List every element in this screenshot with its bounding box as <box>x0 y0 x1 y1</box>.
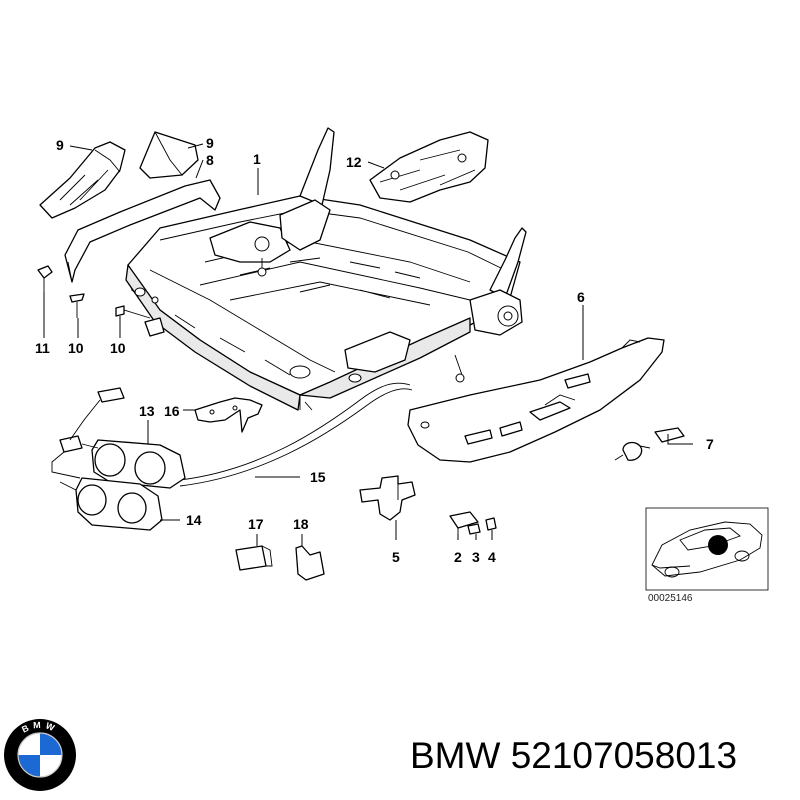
callout-16: 15 <box>310 469 326 485</box>
fastener-part-12 <box>37 265 53 292</box>
callout-15: 14 <box>186 512 202 528</box>
connector-part-2 <box>449 511 479 534</box>
side-trim-part-6 <box>407 337 665 463</box>
callout-9a: 9 <box>56 137 64 153</box>
callout-4: 4 <box>488 549 496 565</box>
bmw-logo: BMW <box>4 719 76 791</box>
logo-blue-quadrant-top-right <box>40 733 62 755</box>
switch-part-7 <box>614 427 685 461</box>
cover-part-13 <box>369 131 489 203</box>
callout-8: 8 <box>206 152 214 168</box>
seat-location-dot <box>708 535 728 555</box>
callout-11: 10 <box>68 340 84 356</box>
bolt-part-10 <box>115 305 165 337</box>
bowden-cables-part-16 <box>179 382 413 487</box>
inset-frame <box>645 507 769 591</box>
callout-2: 2 <box>454 549 462 565</box>
fastener-part-11 <box>69 293 85 318</box>
seat-frame-part-1 <box>125 127 527 411</box>
cap-part-18 <box>235 545 273 571</box>
callout-9b: 9 <box>206 135 214 151</box>
clip-part-3 <box>467 523 481 535</box>
bracket-part-17 <box>194 397 263 433</box>
clip-part-19 <box>295 545 325 581</box>
trim-part-8 <box>64 179 221 283</box>
callout-14: 13 <box>139 403 155 419</box>
callout-13: 12 <box>346 154 362 170</box>
cover-part-9-left <box>39 141 126 219</box>
callout-5: 5 <box>392 549 400 565</box>
clip-part-4 <box>485 517 497 531</box>
callout-labels: 9 9 8 1 12 6 7 11 10 10 13 16 15 14 5 2 … <box>35 135 714 565</box>
callout-6: 6 <box>577 289 585 305</box>
callout-1: 1 <box>253 151 261 167</box>
callout-3: 3 <box>472 549 480 565</box>
callout-17: 16 <box>164 403 180 419</box>
cover-part-9-right <box>139 131 199 179</box>
callout-12: 11 <box>35 340 50 356</box>
inset-reference-code: 00025146 <box>648 593 693 604</box>
motor-part-14 <box>51 387 186 489</box>
car-outline <box>651 521 763 578</box>
car-locator-inset: 00025146 <box>645 507 769 604</box>
leader-lines <box>43 143 693 546</box>
brand-part-number-caption: BMW 52107058013 <box>410 735 738 776</box>
logo-blue-quadrant-bottom-left <box>18 755 40 777</box>
bracket-part-5 <box>359 475 416 521</box>
motor-part-15 <box>59 477 163 531</box>
callout-19: 18 <box>293 516 309 532</box>
callout-7: 7 <box>706 436 714 452</box>
callout-10: 10 <box>110 340 126 356</box>
callout-18: 17 <box>248 516 264 532</box>
